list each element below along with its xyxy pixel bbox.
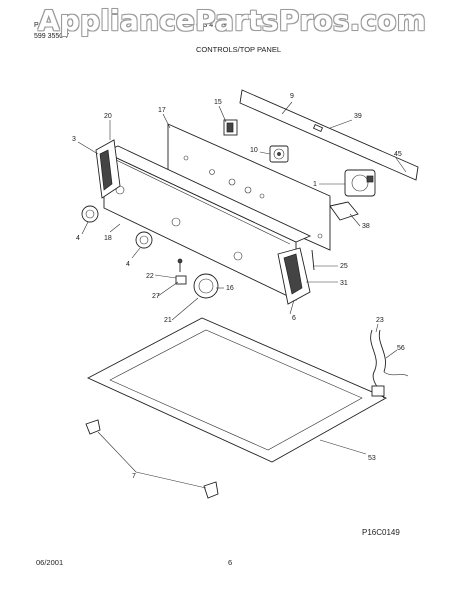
callout-20: 20 (104, 113, 112, 120)
callout-16: 16 (226, 285, 234, 292)
part-1-timer-motor (344, 169, 376, 197)
callout-39: 39 (354, 113, 362, 120)
callout-23: 23 (376, 317, 384, 324)
part-25-rod (311, 249, 315, 271)
part-53-top-panel (86, 317, 388, 463)
part-4-knob-middle (135, 231, 153, 249)
part-7-clip-bottom (203, 481, 219, 499)
figure-code: P16C0149 (362, 528, 400, 537)
header-model-number: G 3 4 A G (196, 22, 227, 29)
part-39-clip (312, 123, 324, 133)
part-31-right-end-cap (277, 247, 311, 305)
callout-6: 6 (292, 315, 296, 322)
callout-17: 17 (158, 107, 166, 114)
callout-4-middle: 4 (126, 261, 130, 268)
part-9-back-panel (239, 89, 419, 181)
callout-1: 1 (313, 181, 317, 188)
part-4-knob-left (81, 205, 99, 223)
leader-lines (77, 101, 407, 489)
callout-45: 45 (394, 151, 402, 158)
part-23-wire-harness (370, 329, 409, 399)
callout-22: 22 (146, 273, 154, 280)
part-16-large-knob (193, 273, 219, 299)
callout-21: 21 (164, 317, 172, 324)
callout-9: 9 (290, 93, 294, 100)
callout-27: 27 (152, 293, 160, 300)
watermark-logo: AppliancePartsPros.com (37, 4, 427, 37)
callout-7: 7 (132, 473, 136, 480)
part-3-left-end-cap (95, 139, 121, 199)
callout-53: 53 (368, 455, 376, 462)
part-17-control-panel (167, 123, 331, 251)
footer-date: 06/2001 (36, 558, 64, 567)
callout-38: 38 (362, 223, 370, 230)
part-7-clip-top (85, 419, 101, 435)
callout-10: 10 (250, 147, 258, 154)
footer-page-number: 6 (228, 558, 233, 567)
section-title: CONTROLS/TOP PANEL (196, 45, 282, 54)
header-publication-label: P t tD N (34, 22, 59, 29)
part-15-switch (223, 119, 238, 136)
part-27-clip (175, 275, 187, 285)
part-38-bracket (329, 201, 359, 221)
callout-15: 15 (214, 99, 222, 106)
callout-31: 31 (340, 280, 348, 287)
part-22-screw (177, 258, 183, 272)
part-10-timer (269, 145, 289, 163)
callout-4-left: 4 (76, 235, 80, 242)
callout-25: 25 (340, 263, 348, 270)
callout-56: 56 (397, 345, 405, 352)
callout-18: 18 (104, 235, 112, 242)
callout-3: 3 (72, 136, 76, 143)
header-publication-number: 599 3550 7 (34, 33, 70, 40)
